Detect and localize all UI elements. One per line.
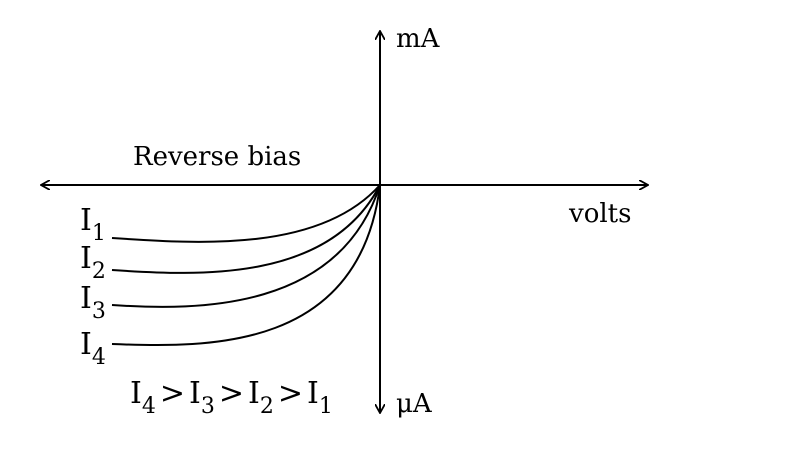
curve-i4 <box>111 184 381 347</box>
relation-operator: > <box>219 376 244 411</box>
curve-label-sub: 3 <box>92 299 106 324</box>
relation-operator: > <box>160 376 185 411</box>
relation-term-base: I <box>307 376 319 411</box>
relation-term-base: I <box>130 376 142 411</box>
curve-label-sub: 4 <box>92 345 106 370</box>
y-bottom-label: μA <box>396 389 433 419</box>
relation-term-base: I <box>248 376 260 411</box>
curve-label-base: I <box>80 281 92 316</box>
relation-text: I4>I3>I2>I1 <box>130 376 333 419</box>
curve-i1 <box>111 184 381 243</box>
curve-i2 <box>111 184 381 274</box>
curve-label-i2: I2 <box>80 241 106 284</box>
curve-label-base: I <box>80 203 92 238</box>
curve-label-sub: 1 <box>92 221 106 246</box>
relation-term-base: I <box>189 376 201 411</box>
relation-term-sub: 3 <box>201 394 215 419</box>
x-right-label: volts <box>568 199 631 229</box>
x-left-label: Reverse bias <box>133 142 301 172</box>
curve-label-i1: I1 <box>80 203 106 246</box>
curve-i3 <box>111 184 381 308</box>
curve-label-base: I <box>80 327 92 362</box>
relation-term-sub: 2 <box>260 394 274 419</box>
y-top-label: mA <box>396 24 441 54</box>
curve-label-i4: I4 <box>80 327 106 370</box>
curve-label-i3: I3 <box>80 281 106 324</box>
curve-label-sub: 2 <box>92 259 106 284</box>
relation-term-sub: 1 <box>319 394 333 419</box>
relation-operator: > <box>278 376 303 411</box>
relation-term-sub: 4 <box>142 394 156 419</box>
curve-label-base: I <box>80 241 92 276</box>
